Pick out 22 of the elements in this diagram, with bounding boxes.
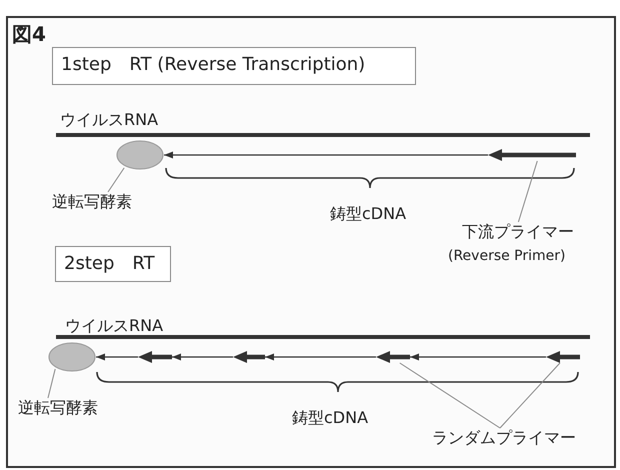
figure-title: 図4 [12, 22, 46, 46]
cdna-arrow [164, 152, 488, 158]
cdna-arrow [265, 354, 376, 360]
leader-line [108, 167, 125, 192]
enzyme-label: 逆転写酵素 [52, 192, 133, 212]
leader-line [48, 368, 56, 398]
enzyme-label: 逆転写酵素 [18, 398, 99, 418]
strand-label: ウイルスRNA [65, 316, 164, 336]
cdna-arrow [410, 354, 546, 360]
step-label-box: 1step RT (Reverse Transcription) [52, 47, 416, 85]
leader-line [500, 362, 560, 428]
cdna-label: 鋳型cDNA [330, 204, 406, 224]
step-label-box: 2step RT [55, 246, 171, 282]
cdna-arrow [96, 354, 138, 360]
cdna-label: 鋳型cDNA [292, 408, 368, 428]
primer-label: ランダムプライマー [432, 428, 577, 448]
leader-line [399, 362, 500, 428]
primer-subtitle: (Reverse Primer) [448, 247, 566, 266]
strand-label: ウイルスRNA [60, 110, 158, 130]
primer-label: 下流プライマー [461, 222, 575, 242]
cdna-arrow [172, 354, 233, 360]
leader-line [518, 160, 538, 222]
